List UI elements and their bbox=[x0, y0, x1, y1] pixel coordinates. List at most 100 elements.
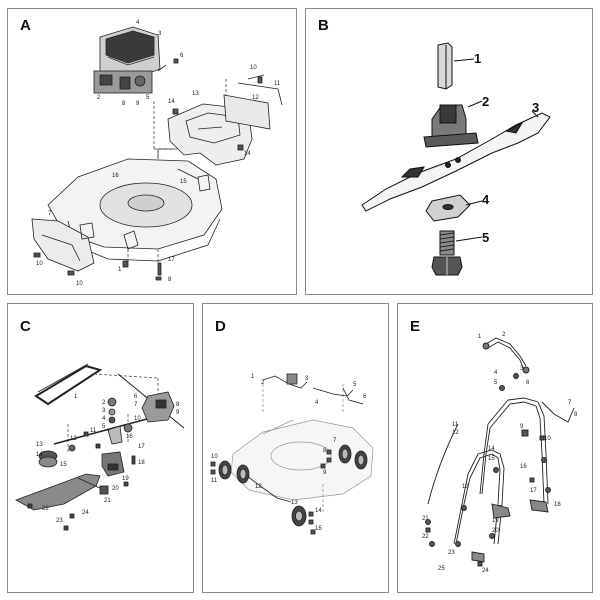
panel-c-callout-11: 11 bbox=[90, 428, 97, 434]
panel-d-diagram bbox=[210, 373, 374, 535]
panel-a-letter: A bbox=[20, 17, 31, 34]
panel-a: A bbox=[7, 8, 297, 295]
panel-d-callout-9: 9 bbox=[323, 470, 327, 476]
blade-drawing bbox=[361, 112, 551, 212]
panel-a-callout-2: 2 bbox=[97, 95, 101, 101]
lower-handle-drawing bbox=[453, 449, 505, 545]
panel-e-callout-3: 3 bbox=[520, 366, 524, 372]
upper-handle-drawing bbox=[479, 397, 549, 505]
engine-drawing bbox=[93, 26, 167, 94]
panel-a-diagram bbox=[31, 26, 283, 281]
panel-a-callout-17: 17 bbox=[168, 257, 175, 263]
panel-e-callout-21: 21 bbox=[422, 516, 429, 522]
panel-e-callout-7: 7 bbox=[568, 400, 572, 406]
panel-a-callout-10b: 10 bbox=[36, 261, 43, 267]
panel-b-letter: B bbox=[318, 17, 329, 34]
panel-e-callout-24: 24 bbox=[482, 568, 489, 574]
panel-a-callout-6: 6 bbox=[180, 53, 184, 59]
panel-c-callout-19: 19 bbox=[122, 476, 129, 482]
panel-a-callout-8: 8 bbox=[122, 101, 126, 107]
panel-c-callout-18: 18 bbox=[138, 460, 145, 466]
panel-e-callout-22: 22 bbox=[422, 534, 429, 540]
panel-b-callout-5: 5 bbox=[482, 230, 490, 245]
panel-e-callout-12: 12 bbox=[452, 430, 459, 436]
panel-b-callout-2: 2 bbox=[482, 94, 490, 109]
panel-c-callout-3: 3 bbox=[102, 408, 106, 414]
panel-e-callout-5: 5 bbox=[494, 380, 498, 386]
panel-e-callout-15: 15 bbox=[488, 456, 495, 462]
panel-a-callout-16: 16 bbox=[112, 173, 119, 179]
panel-b-diagram bbox=[361, 42, 551, 276]
panel-c-callout-12: 12 bbox=[70, 436, 77, 442]
panel-a-callout-14b: 14 bbox=[244, 151, 251, 157]
panel-d-letter: D bbox=[215, 318, 226, 335]
panel-e-callout-8: 8 bbox=[574, 412, 578, 418]
panel-c-callout-2: 2 bbox=[102, 400, 106, 406]
panel-e-callout-19: 19 bbox=[492, 518, 499, 524]
panel-e-callout-9: 9 bbox=[520, 424, 524, 430]
panel-a-callout-15: 15 bbox=[180, 179, 187, 185]
panel-a-callout-10c: 10 bbox=[76, 281, 83, 287]
panel-c-callout-6: 6 bbox=[134, 394, 138, 400]
panel-e-callout-17: 17 bbox=[530, 488, 537, 494]
panel-e-callout-4: 4 bbox=[494, 370, 498, 376]
panel-e-callout-18: 18 bbox=[554, 502, 561, 508]
panel-e-callout-1: 1 bbox=[478, 334, 482, 340]
panel-b-callout-1: 1 bbox=[474, 51, 482, 66]
panel-d-callout-10: 10 bbox=[211, 454, 218, 460]
panel-c-callout-9: 9 bbox=[176, 410, 180, 416]
panel-a-callout-4: 4 bbox=[136, 20, 140, 26]
panel-c-callout-7: 7 bbox=[134, 402, 138, 408]
panel-c-callout-10: 10 bbox=[134, 416, 141, 422]
panel-c-callout-24: 24 bbox=[82, 510, 89, 516]
panel-d-callout-12: 12 bbox=[255, 484, 262, 490]
panel-d-callout-5: 5 bbox=[353, 382, 357, 388]
panel-d-callout-6: 6 bbox=[363, 394, 367, 400]
panel-c-diagram bbox=[15, 363, 185, 531]
panel-c-callout-15: 15 bbox=[60, 462, 67, 468]
panel-e-callout-16: 16 bbox=[520, 464, 527, 470]
panel-a-callout-14: 14 bbox=[168, 99, 175, 105]
panel-c-callout-1: 1 bbox=[74, 394, 78, 400]
panel-d-callout-8: 8 bbox=[323, 448, 327, 454]
panel-d-callout-1: 1 bbox=[251, 374, 255, 380]
blade-washer-drawing bbox=[425, 194, 471, 222]
panel-e-callout-14: 14 bbox=[488, 446, 495, 452]
panel-c-callout-14: 14 bbox=[36, 452, 43, 458]
panel-c-callout-20: 20 bbox=[112, 486, 119, 492]
wheel-drawing-2 bbox=[236, 464, 250, 484]
wheel-drawing-1 bbox=[218, 460, 232, 480]
panel-e-callout-13: 13 bbox=[462, 484, 469, 490]
panel-b-callout-3: 3 bbox=[532, 100, 540, 115]
blade-key-drawing bbox=[437, 42, 453, 90]
panel-c-callout-8: 8 bbox=[176, 402, 180, 408]
panel-a-callout-5: 5 bbox=[146, 95, 150, 101]
panel-a-callout-7: 7 bbox=[48, 211, 52, 217]
panel-e-callout-2: 2 bbox=[502, 332, 506, 338]
panel-c-callout-21: 21 bbox=[104, 498, 111, 504]
panel-c-callout-13: 13 bbox=[36, 442, 43, 448]
panel-c-callout-5: 5 bbox=[102, 424, 106, 430]
panel-c-letter: C bbox=[20, 318, 31, 335]
panel-e-callout-23: 23 bbox=[448, 550, 455, 556]
panel-c-callout-23: 23 bbox=[56, 518, 63, 524]
panel-c-callout-22: 22 bbox=[42, 506, 49, 512]
panel-a-callout-11: 11 bbox=[274, 81, 281, 87]
panel-a-callout-8b: 8 bbox=[168, 277, 172, 283]
panel-d-callout-13: 13 bbox=[291, 500, 298, 506]
panel-c-callout-16: 16 bbox=[126, 434, 133, 440]
panel-d: D bbox=[202, 303, 389, 593]
panel-d-callout-11: 11 bbox=[211, 478, 218, 484]
panel-a-callout-3: 3 bbox=[158, 31, 162, 37]
panel-a-callout-13: 13 bbox=[192, 91, 199, 97]
panel-d-callout-14: 14 bbox=[315, 508, 322, 514]
panel-e-callout-11: 11 bbox=[452, 422, 459, 428]
panel-d-callout-3: 3 bbox=[305, 376, 309, 382]
panel-e: E bbox=[397, 303, 593, 593]
panel-a-callout-9: 9 bbox=[136, 101, 140, 107]
wheel-drawing-5 bbox=[291, 505, 307, 527]
panel-e-callout-6: 6 bbox=[526, 380, 530, 386]
wheel-drawing-4 bbox=[354, 450, 368, 470]
panel-d-callout-15: 15 bbox=[315, 526, 322, 532]
control-cable-drawing bbox=[427, 423, 459, 505]
